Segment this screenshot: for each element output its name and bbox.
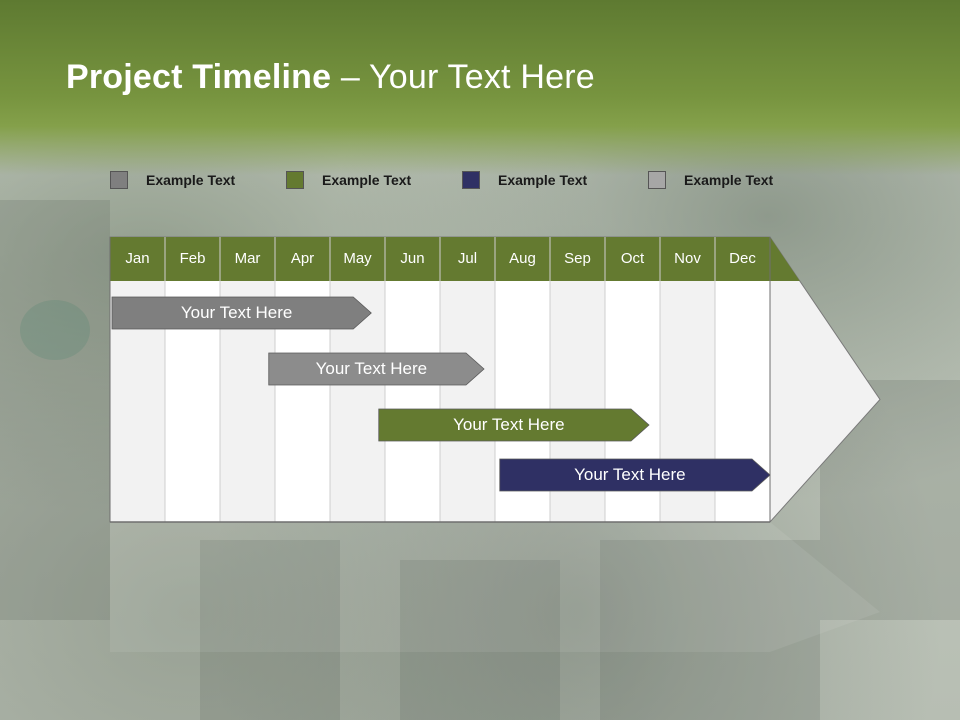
legend-item-3: Example Text: [462, 170, 587, 190]
task-bar-4: [499, 458, 771, 492]
slide-title-rest: – Your Text Here: [331, 58, 595, 96]
task-label-2: Your Text Here: [315, 359, 428, 378]
month-label-may: May: [343, 250, 372, 267]
task-label-3: Your Text Here: [453, 415, 565, 434]
timeline-reflection: [110, 522, 880, 652]
legend-item-4: Example Text: [648, 170, 773, 190]
legend-label-3: Example Text: [498, 172, 588, 188]
month-column-6: [385, 281, 440, 522]
month-label-aug: Aug: [509, 250, 536, 267]
legend-swatch-2: [286, 171, 304, 189]
month-label-dec: Dec: [729, 250, 756, 267]
month-label-jun: Jun: [400, 250, 425, 267]
task-label-1: Your Text Here: [180, 303, 293, 322]
task-bar-3: [378, 408, 650, 442]
legend-swatch-4: [648, 171, 666, 189]
legend-label-1: Example Text: [146, 172, 236, 188]
month-label-jan: Jan: [125, 250, 150, 267]
month-label-sep: Sep: [564, 250, 591, 267]
legend-label-4: Example Text: [684, 172, 774, 188]
month-label-nov: Nov: [674, 250, 701, 267]
month-label-apr: Apr: [290, 250, 315, 267]
header-band: [0, 0, 960, 175]
legend-swatch-1: [110, 171, 128, 189]
legend-item-1: Example Text: [110, 170, 235, 190]
task-bar-1: [111, 296, 372, 330]
month-label-feb: Feb: [179, 250, 206, 267]
legend-label-2: Example Text: [322, 172, 412, 188]
legend-item-2: Example Text: [286, 170, 411, 190]
month-label-oct: Oct: [620, 250, 645, 267]
task-bar-2: [268, 352, 485, 386]
month-column-7: [440, 281, 495, 522]
slide-title-bold: Project Timeline: [66, 58, 332, 96]
slide-title: Project Timeline – Your Text Here: [66, 58, 595, 97]
legend-swatch-3: [462, 171, 480, 189]
month-label-mar: Mar: [234, 250, 261, 267]
month-label-jul: Jul: [457, 250, 478, 267]
task-label-4: Your Text Here: [574, 465, 686, 484]
timeline-header-band: [110, 237, 800, 281]
